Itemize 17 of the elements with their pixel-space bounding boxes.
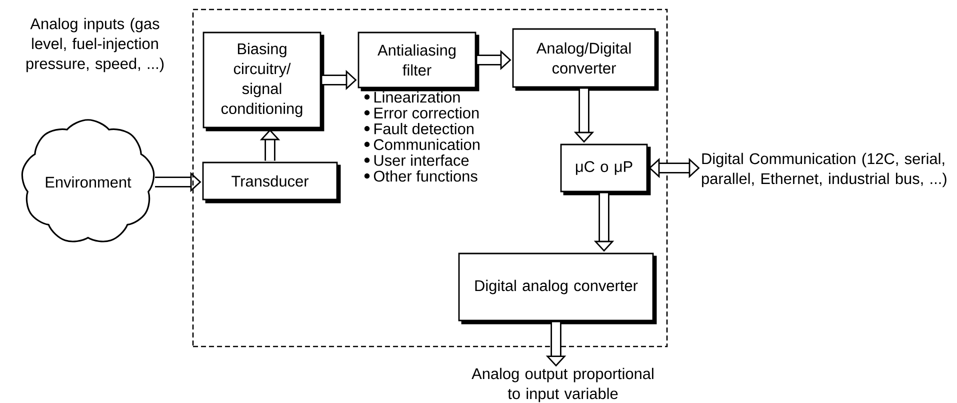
- output-text: Analog output proportional to input variable: [472, 368, 654, 402]
- communication-text: Digital Communication (12C, serial, parallel, Ethernet, industrial bus, ...): [702, 152, 946, 188]
- system-boundary-box: [192, 8, 668, 348]
- bullet-item: Other functions: [364, 170, 478, 182]
- process-box: Biasing circuitry/ signal conditioning: [202, 32, 324, 132]
- bullet-item: Error correction: [364, 107, 479, 118]
- environment-cloud: Environment: [21, 119, 155, 242]
- note-text: Analog inputs (gas level, fuel-injection pressure, speed, ...): [26, 18, 164, 72]
- process-box: Transducer: [202, 162, 341, 204]
- bullet-item: Fault detection: [364, 122, 474, 134]
- bullet-item: Communication: [364, 138, 480, 150]
- process-box: Antialiasing filter: [358, 32, 480, 92]
- process-box: μC o μP: [560, 144, 651, 196]
- bullet-item: Linearization: [364, 91, 460, 103]
- bullet-item: User interface: [364, 154, 469, 166]
- process-box: Analog/Digital converter: [512, 28, 659, 91]
- process-box: Digital analog converter: [458, 252, 657, 324]
